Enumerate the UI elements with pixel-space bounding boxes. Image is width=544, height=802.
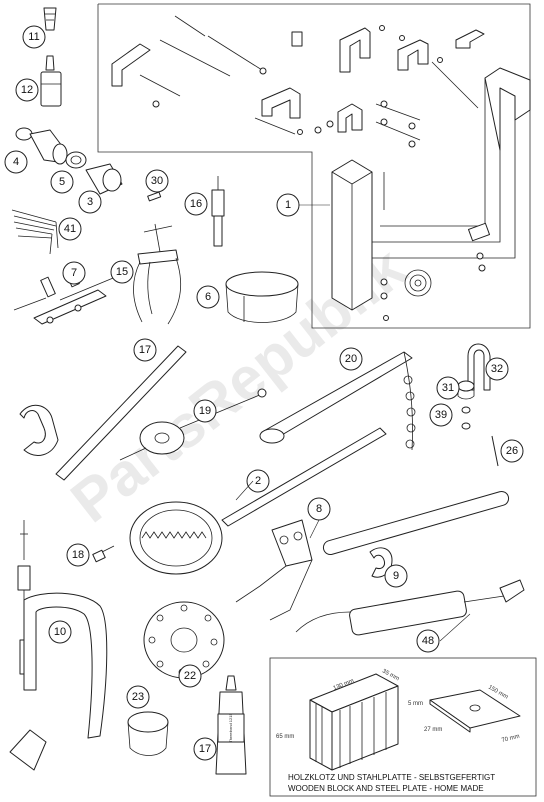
note-line-german: HOLZKLOTZ UND STAHLPLATTE - SELBSTGEFERT… bbox=[288, 773, 495, 782]
callout-10: 10 bbox=[48, 620, 72, 644]
svg-text:16: 16 bbox=[190, 198, 202, 210]
callout-31: 32 bbox=[485, 357, 509, 381]
callout-4: 4 bbox=[4, 150, 28, 174]
hole-diameter-dim: 27 mm bbox=[424, 727, 442, 733]
svg-text:2: 2 bbox=[255, 475, 261, 487]
callout-19: 19 bbox=[193, 399, 217, 423]
part-32-washers bbox=[461, 406, 471, 430]
note-line-english: WOODEN BLOCK AND STEEL PLATE - HOME MADE bbox=[288, 784, 484, 793]
callout-8: 8 bbox=[307, 497, 331, 521]
svg-text:18: 18 bbox=[72, 549, 84, 561]
part-3-sleeve bbox=[85, 163, 123, 195]
part-41-hex-keys bbox=[11, 209, 59, 255]
callout-5: 5 bbox=[50, 170, 74, 194]
part-2-holding-wrench bbox=[129, 427, 387, 575]
svg-text:11: 11 bbox=[28, 31, 39, 43]
callout-39: 23 bbox=[126, 685, 150, 709]
svg-text:8: 8 bbox=[316, 503, 322, 515]
callout-11: 11 bbox=[22, 25, 46, 49]
callout-20: 18 bbox=[66, 543, 90, 567]
part-18-threebond-tube: Threebond 1215 bbox=[215, 675, 247, 775]
tube-label: Threebond 1215 bbox=[228, 713, 233, 743]
callout-2: 2 bbox=[246, 469, 270, 493]
svg-text:23: 23 bbox=[132, 691, 144, 703]
callout-22: 20 bbox=[339, 347, 363, 371]
callout-30: 31 bbox=[436, 376, 460, 400]
part-8-bracket bbox=[235, 490, 510, 621]
callout-32: 39 bbox=[429, 403, 453, 427]
homemade-note-box: 130 mm 35 mm 65 mm 150 mm 5 mm 27 mm 70 … bbox=[269, 657, 537, 797]
part-48-grease-gun bbox=[295, 579, 525, 636]
svg-text:30: 30 bbox=[151, 175, 163, 187]
callout-16: 16 bbox=[184, 192, 208, 216]
svg-text:17: 17 bbox=[139, 344, 151, 356]
svg-text:26: 26 bbox=[506, 445, 518, 457]
part-22-chain-wrench bbox=[259, 351, 416, 451]
svg-text:15: 15 bbox=[116, 266, 128, 278]
part-25-pin bbox=[147, 191, 162, 202]
svg-text:10: 10 bbox=[54, 626, 66, 638]
callout-41: 41 bbox=[58, 217, 82, 241]
svg-text:31: 31 bbox=[442, 382, 454, 394]
stand-bolts bbox=[139, 15, 334, 135]
part-6-clamp-ring bbox=[225, 271, 299, 323]
plate-width-dim: 70 mm bbox=[501, 734, 520, 744]
part-15-puller bbox=[133, 223, 181, 325]
svg-text:32: 32 bbox=[491, 363, 503, 375]
part-30-bushing bbox=[457, 380, 475, 400]
callout-18: 17 bbox=[193, 737, 217, 761]
callout-12: 12 bbox=[15, 78, 39, 102]
svg-text:5: 5 bbox=[59, 176, 65, 188]
part-26-pin bbox=[491, 435, 499, 467]
callout-9: 9 bbox=[384, 564, 408, 588]
callout-26: 26 bbox=[500, 439, 524, 463]
part-20-screw bbox=[92, 545, 115, 563]
part-4-socket bbox=[15, 127, 68, 165]
callout-1: 1 bbox=[276, 193, 300, 217]
engine-stand bbox=[111, 15, 531, 321]
svg-text:6: 6 bbox=[205, 291, 211, 303]
part-16-tool bbox=[211, 176, 225, 247]
callout-48: 48 bbox=[416, 629, 440, 653]
part-10-c-clamp bbox=[9, 520, 108, 771]
svg-text:39: 39 bbox=[435, 409, 447, 421]
stand-threaded-rods bbox=[375, 25, 479, 148]
plate-thickness-dim: 5 mm bbox=[408, 701, 423, 707]
stand-brackets bbox=[111, 27, 485, 133]
callout-17: 17 bbox=[133, 338, 157, 362]
block-height-dim: 65 mm bbox=[276, 734, 294, 740]
callout-25: 30 bbox=[145, 169, 169, 193]
part-17-fork-wrench bbox=[19, 345, 187, 481]
part-11-bottle bbox=[43, 7, 57, 31]
callout-3: 3 bbox=[78, 190, 102, 214]
svg-text:48: 48 bbox=[422, 635, 434, 647]
svg-text:4: 4 bbox=[13, 156, 19, 168]
stand-main-frame bbox=[331, 67, 531, 321]
svg-text:22: 22 bbox=[184, 670, 196, 682]
svg-text:41: 41 bbox=[64, 223, 76, 235]
svg-text:12: 12 bbox=[21, 84, 33, 96]
callout-7: 7 bbox=[62, 261, 86, 285]
wooden-block-icon bbox=[309, 673, 399, 771]
part-39-nut bbox=[127, 711, 169, 756]
leader-lines bbox=[235, 204, 471, 642]
gear-logo-icon bbox=[404, 269, 432, 297]
part-19-holder bbox=[119, 388, 267, 461]
svg-text:3: 3 bbox=[87, 196, 93, 208]
stand-group-frame bbox=[97, 3, 531, 329]
svg-text:9: 9 bbox=[393, 570, 399, 582]
svg-text:1: 1 bbox=[285, 199, 291, 211]
callout-23: 22 bbox=[178, 664, 202, 688]
part-12-loctite-bottle bbox=[40, 55, 62, 107]
part-23-disc bbox=[143, 601, 225, 679]
callout-15: 15 bbox=[110, 260, 134, 284]
svg-text:20: 20 bbox=[345, 353, 357, 365]
svg-text:19: 19 bbox=[199, 405, 211, 417]
part-5-ring bbox=[65, 151, 87, 169]
callout-6: 6 bbox=[196, 285, 220, 309]
part-31-u-bolt bbox=[467, 343, 491, 391]
svg-text:7: 7 bbox=[71, 267, 77, 279]
steel-plate-icon bbox=[429, 689, 521, 733]
svg-text:17: 17 bbox=[199, 743, 211, 755]
